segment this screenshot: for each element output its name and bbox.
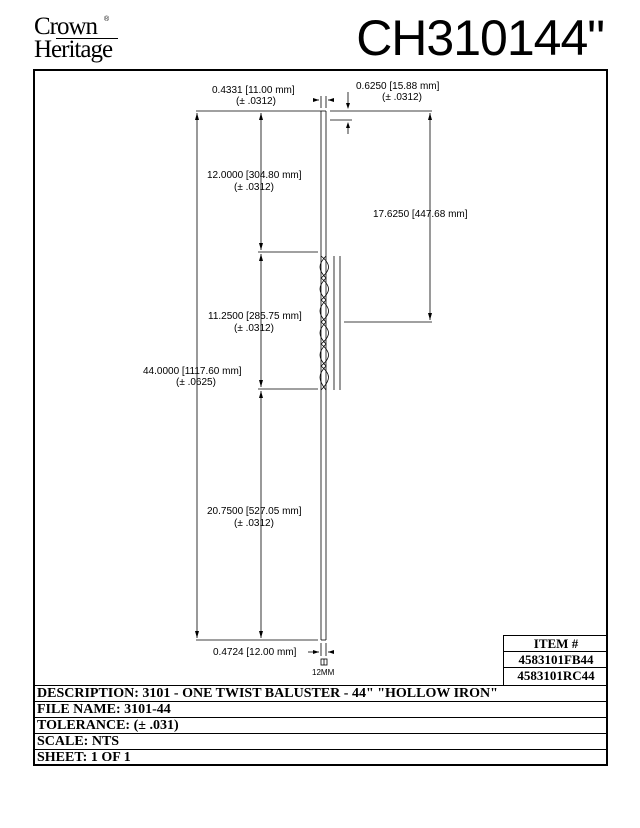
item-number-1: 4583101FB44	[504, 652, 608, 668]
dim-overall-value: 44.0000 [1117.60 mm]	[143, 366, 242, 377]
crown-heritage-logo: Crown ® Heritage	[34, 14, 124, 64]
dim-seg-twist-tol: (± .0312)	[234, 323, 274, 334]
title-tolerance: TOLERANCE: (± .031)	[33, 717, 608, 733]
item-number-2: 4583101RC44	[517, 668, 595, 683]
item-number-table: ITEM # 4583101FB44 4583101RC44	[503, 635, 608, 685]
dim-top-width-value: 0.4331 [11.00 mm]	[212, 85, 295, 96]
dim-to-twist-end-value: 17.6250 [447.68 mm]	[373, 209, 468, 220]
dim-seg-top-tol: (± .0312)	[234, 182, 274, 193]
item-table-header: ITEM #	[504, 636, 608, 652]
dim-seg-bottom-tol: (± .0312)	[234, 518, 274, 529]
dim-top-offset-value: 0.6250 [15.88 mm]	[356, 81, 440, 92]
part-number-title: CH310144"	[356, 10, 605, 66]
dim-seg-top-value: 12.0000 [304.80 mm]	[207, 170, 302, 181]
title-scale: SCALE: NTS	[33, 733, 608, 749]
title-description: DESCRIPTION: 3101 - ONE TWIST BALUSTER -…	[33, 685, 608, 701]
title-sheet: SHEET: 1 OF 1	[33, 749, 608, 765]
logo-rule	[56, 38, 118, 39]
title-block: DESCRIPTION: 3101 - ONE TWIST BALUSTER -…	[33, 685, 608, 766]
twist-section	[319, 255, 329, 391]
dim-top-width-tol: (± .0312)	[236, 96, 276, 107]
dimension-arrows	[195, 98, 432, 654]
logo-line-2: Heritage	[34, 36, 113, 63]
logo-registered-mark: ®	[104, 16, 110, 23]
dim-bottom-width-value: 0.4724 [12.00 mm]	[213, 647, 297, 658]
dim-top-offset-tol: (± .0312)	[382, 92, 422, 103]
drawing-sheet	[33, 69, 608, 766]
logo-line-1: Crown	[34, 13, 98, 40]
dim-seg-bottom-value: 20.7500 [527.05 mm]	[207, 506, 302, 517]
dim-section-note: 12MM	[312, 668, 335, 677]
dim-seg-twist-value: 11.2500 [285.75 mm]	[208, 311, 302, 322]
title-file-name: FILE NAME: 3101-44	[33, 701, 608, 717]
dim-overall-tol: (± .0625)	[176, 377, 216, 388]
